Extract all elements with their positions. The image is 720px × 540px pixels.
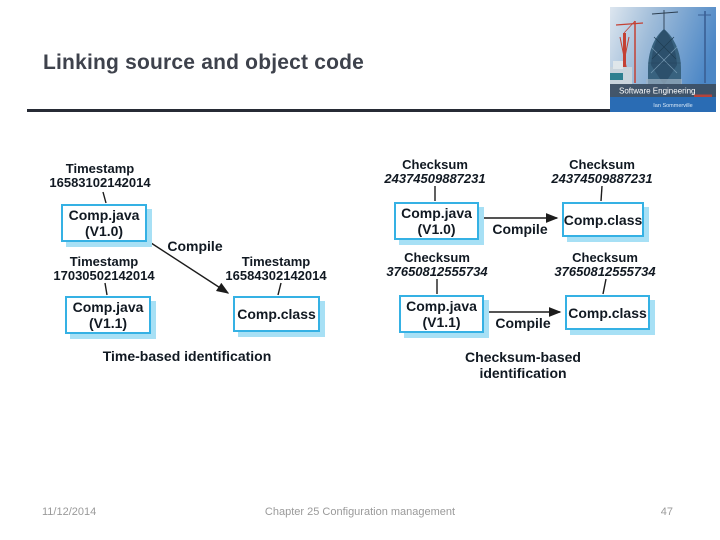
checksum-tag: Checksum [569,157,635,172]
node-name: Comp.class [237,306,316,322]
book-title-text: Software Engineering [619,87,696,96]
timestamp-value: 17030502142014 [53,268,155,283]
node-comp-java-v10-checksum: Comp.java (V1.0) [394,202,479,240]
compile-edge-label-checksum-1: Compile [492,221,548,237]
checksum-value: 37650812555734 [554,264,656,279]
node-version: (V1.0) [417,221,456,237]
footer-chapter: Chapter 25 Configuration management [264,506,456,518]
node-name: Comp.class [563,211,643,228]
book-author-text: Ian Sommerville [653,103,692,109]
checksum-tag: Checksum [402,157,468,172]
page-title: Linking source and object code [43,51,365,74]
node-name: Comp.java [401,205,472,221]
node-comp-class-time: Comp.class [233,296,320,332]
checksum-value: 24374509887231 [384,171,486,186]
node-name: Comp.java [68,207,140,223]
footer-date: 11/12/2014 [42,506,97,518]
title-divider [27,109,692,112]
node-name: Comp.java [72,299,144,315]
timestamp-label-v10: Timestamp 16583102142014 [30,162,170,190]
compile-edge-label-checksum-2: Compile [495,315,551,331]
node-name: Comp.class [568,304,647,321]
checksum-value: 37650812555734 [386,264,488,279]
node-version: (V1.1) [422,314,461,330]
footer-page-number: 47 [660,506,673,518]
node-version: (V1.0) [84,223,124,239]
node-comp-java-v11-time: Comp.java (V1.1) [65,296,151,334]
timestamp-tag: Timestamp [65,161,135,176]
node-comp-class-checksum-2: Comp.class [565,295,650,330]
node-comp-class-checksum-1: Comp.class [562,202,644,237]
caption-time-based: Time-based identification [102,348,272,364]
timestamp-tag: Timestamp [241,254,311,269]
node-version: (V1.1) [88,315,128,331]
checksum-label-v10: Checksum 24374509887231 [365,158,505,186]
timestamp-value: 16584302142014 [225,268,327,283]
timestamp-tag: Timestamp [69,254,139,269]
checksum-label-v11: Checksum 37650812555734 [367,251,507,279]
node-name: Comp.java [406,298,477,314]
node-comp-java-v11-checksum: Comp.java (V1.1) [399,295,484,333]
caption-checksum-based: Checksum-based identification [465,349,581,381]
book-cover-image: Software Engineering Ian Sommerville [610,7,716,112]
checksum-label-class-2: Checksum 37650812555734 [535,251,675,279]
timestamp-value: 16583102142014 [49,175,151,190]
checksum-label-class-1: Checksum 24374509887231 [532,158,672,186]
checksum-value: 24374509887231 [551,171,653,186]
compile-edge-label-time: Compile [167,238,223,254]
node-comp-java-v10-time: Comp.java (V1.0) [61,204,147,242]
timestamp-label-class: Timestamp 16584302142014 [206,255,346,283]
timestamp-label-v11: Timestamp 17030502142014 [34,255,174,283]
checksum-tag: Checksum [572,250,638,265]
book-cover-art: Software Engineering Ian Sommerville [610,7,716,112]
checksum-tag: Checksum [404,250,470,265]
